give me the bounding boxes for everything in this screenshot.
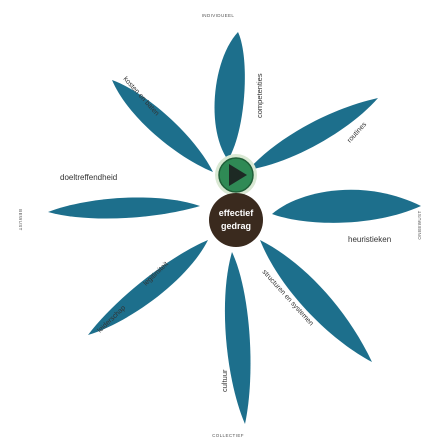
petal-cultuur xyxy=(224,252,251,424)
play-icon xyxy=(229,164,247,186)
axis-label-top: INDIVIDUEEL xyxy=(202,13,235,18)
petal-routines xyxy=(248,98,378,170)
label-routines: routines xyxy=(346,121,368,145)
play-button[interactable] xyxy=(215,154,257,196)
petal-competenties xyxy=(214,32,245,160)
axis-label-bottom: COLLECTIEF xyxy=(212,433,244,438)
petals xyxy=(48,32,421,424)
label-doeltreffendheid: doeltreffendheid xyxy=(60,173,117,182)
petal-kosten xyxy=(112,80,213,172)
axis-label-right: ONBEWUST xyxy=(417,210,422,239)
center-line2: gedrag xyxy=(221,221,251,231)
petal-doeltreffendheid xyxy=(48,197,200,219)
label-competenties: competenties xyxy=(255,73,264,118)
center-line1: effectief xyxy=(219,208,255,218)
petal-structuren xyxy=(260,240,372,362)
petal-heuristieken xyxy=(272,189,421,223)
axis-label-left: BEWUST xyxy=(18,209,23,231)
center-node: effectief gedrag xyxy=(209,193,263,247)
label-cultuur: cultuur xyxy=(220,369,229,392)
label-heuristieken: heuristieken xyxy=(348,235,391,244)
petal-leiderschap xyxy=(88,240,208,335)
